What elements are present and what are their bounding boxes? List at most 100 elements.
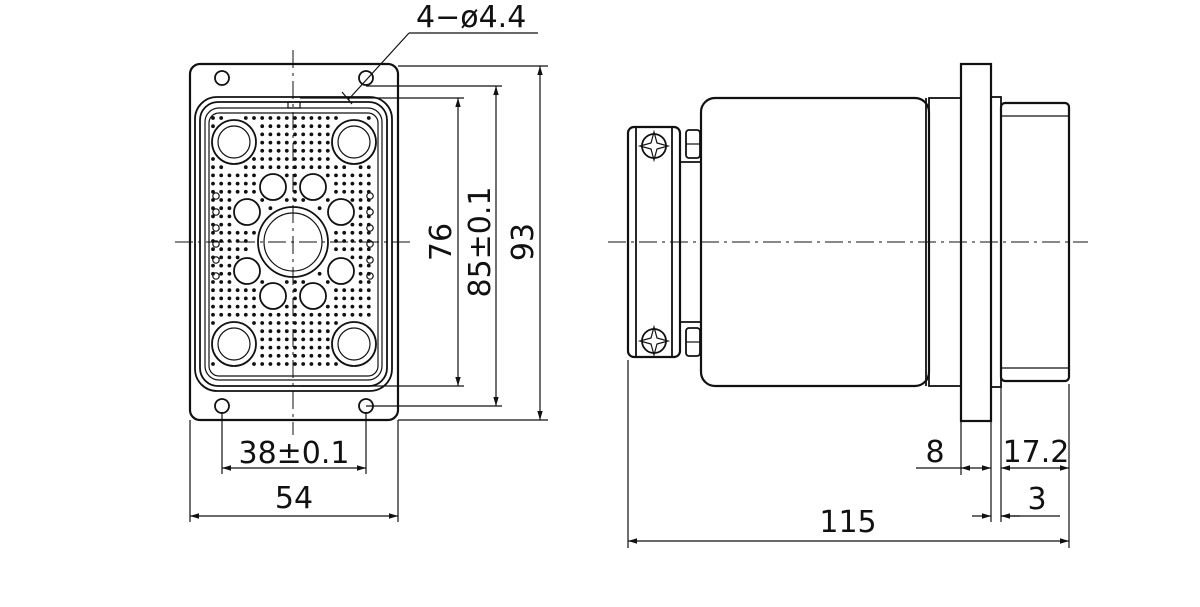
signal-pin	[260, 165, 265, 170]
signal-pin	[252, 312, 256, 317]
signal-pin	[350, 288, 355, 293]
signal-pin	[268, 362, 273, 366]
signal-pin	[219, 255, 224, 260]
signal-pin	[260, 337, 265, 342]
signal-pin	[284, 173, 289, 178]
signal-pin	[284, 157, 289, 161]
signal-pin	[325, 329, 330, 334]
screw-bottom	[637, 324, 671, 358]
signal-pin	[358, 173, 363, 178]
side-pin-ring	[212, 208, 220, 216]
signal-pin	[350, 189, 355, 194]
signal-pin	[211, 280, 215, 284]
signal-pin	[342, 312, 347, 317]
signal-pin	[268, 329, 273, 334]
signal-pin	[334, 304, 338, 309]
signal-pin	[293, 148, 297, 153]
signal-pin	[325, 362, 330, 366]
signal-pin	[252, 116, 256, 120]
signal-pin	[252, 165, 256, 170]
signal-pin	[358, 288, 363, 293]
signal-pin	[276, 329, 281, 334]
signal-pin	[211, 304, 215, 309]
signal-pin	[358, 304, 363, 309]
signal-pin	[317, 353, 322, 358]
signal-pin	[317, 337, 322, 342]
signal-pin	[350, 173, 355, 178]
signal-pin	[243, 181, 248, 186]
signal-pin	[309, 132, 314, 137]
signal-pin	[284, 148, 289, 153]
signal-pin	[227, 181, 232, 186]
signal-pin	[325, 280, 330, 284]
dim-38: 38±0.1	[238, 436, 349, 471]
signal-pin	[243, 304, 248, 309]
signal-pin	[211, 263, 215, 268]
signal-pin	[317, 271, 322, 276]
signal-pin	[227, 230, 232, 235]
signal-pin	[325, 173, 330, 178]
signal-pin	[219, 296, 224, 301]
signal-pin	[260, 116, 265, 120]
signal-pin	[219, 263, 224, 268]
signal-pin	[293, 140, 297, 145]
signal-pin	[260, 312, 265, 317]
signal-pin	[211, 173, 215, 178]
signal-pin	[358, 189, 363, 194]
signal-pin	[252, 189, 256, 194]
signal-pin	[252, 304, 256, 309]
dim-85: 85±0.1	[463, 186, 498, 297]
signal-pin	[366, 312, 371, 317]
signal-pin	[243, 173, 248, 178]
signal-pin	[211, 288, 215, 293]
signal-pin	[342, 189, 347, 194]
signal-pin	[358, 280, 363, 284]
signal-pin	[334, 321, 338, 325]
signal-pin	[325, 116, 330, 120]
side-pin-ring	[212, 272, 220, 280]
signal-pin	[227, 304, 232, 309]
signal-pin	[227, 280, 232, 284]
large-contacts	[211, 119, 377, 367]
signal-pin	[268, 353, 273, 358]
signal-pin	[358, 198, 363, 202]
side-pin-ring	[212, 224, 220, 232]
side-pin-ring	[366, 272, 374, 280]
signal-pin	[211, 181, 215, 186]
signal-pin	[317, 321, 322, 325]
signal-pin	[301, 345, 306, 350]
signal-pin	[284, 124, 289, 129]
signal-pin	[284, 116, 289, 120]
signal-pin	[260, 140, 265, 145]
signal-pin	[350, 198, 355, 202]
signal-pin	[268, 124, 273, 129]
signal-pin	[309, 157, 314, 161]
signal-pin	[342, 304, 347, 309]
signal-pin	[268, 337, 273, 342]
signal-pin	[227, 222, 232, 227]
side-pin-ring	[366, 240, 374, 248]
signal-pin	[301, 353, 306, 358]
signal-pin	[366, 230, 371, 235]
signal-pin	[301, 165, 306, 170]
signal-pin	[260, 132, 265, 137]
dim-3: 3	[1027, 482, 1046, 517]
side-pin-ring	[212, 240, 220, 248]
signal-pin	[276, 157, 281, 161]
signal-pin	[293, 296, 297, 301]
signal-pin	[260, 124, 265, 129]
signal-pin	[276, 337, 281, 342]
signal-pin	[366, 288, 371, 293]
signal-pin	[309, 165, 314, 170]
signal-pin	[301, 280, 306, 284]
signal-pin	[276, 345, 281, 350]
signal-pin	[252, 288, 256, 293]
signal-pin	[268, 312, 273, 317]
key-tab	[287, 101, 301, 109]
signal-pin	[350, 222, 355, 227]
signal-pin	[350, 230, 355, 235]
signal-pin	[325, 337, 330, 342]
signal-pin	[293, 304, 297, 309]
side-view: 8 17.2 3 115	[608, 62, 1088, 548]
signal-pin	[350, 312, 355, 317]
